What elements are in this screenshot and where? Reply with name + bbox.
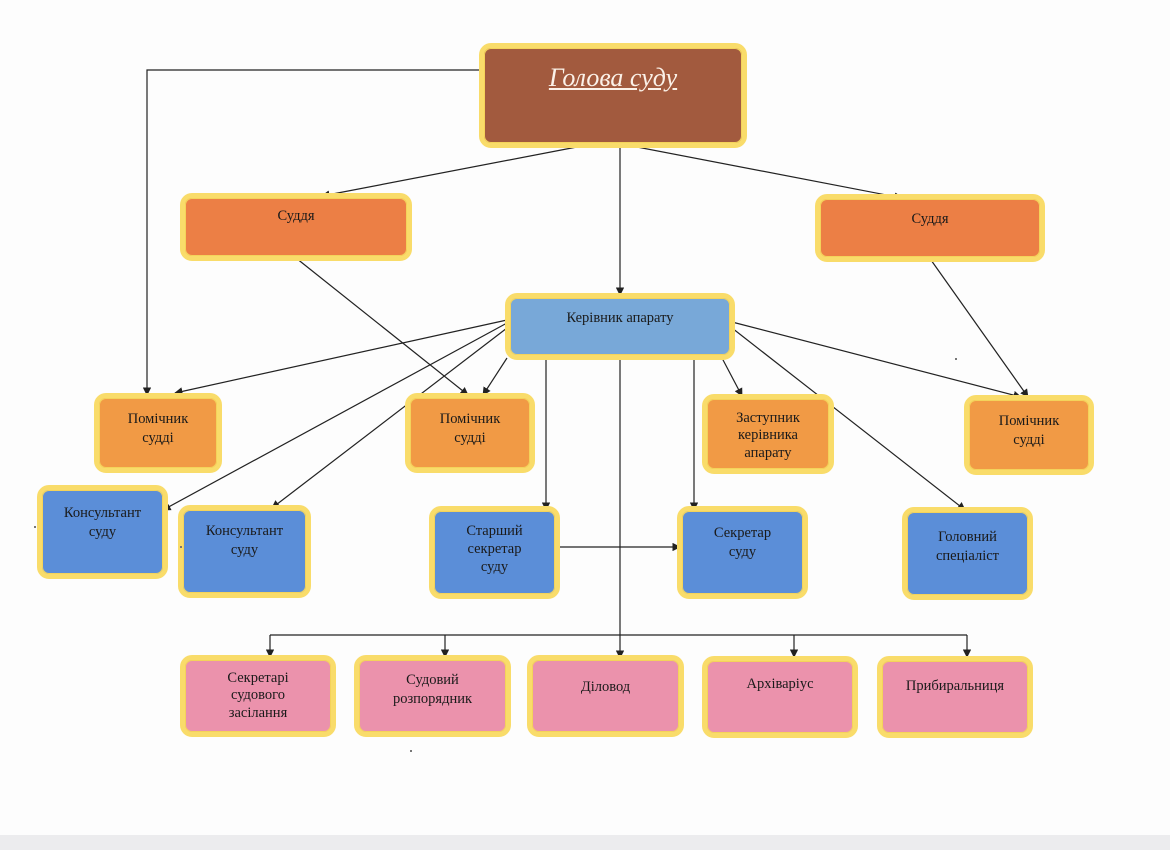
link-head-judge-right bbox=[631, 145, 903, 201]
node-head: Голова суду bbox=[479, 43, 747, 148]
node-senior-secretary-label: Старший секретар суду bbox=[466, 523, 523, 576]
node-assistant-1-label: Помічник судді bbox=[127, 411, 189, 446]
node-clerk-label: Діловод bbox=[580, 679, 631, 695]
node-secretary-label: Секретар суду bbox=[713, 525, 772, 560]
link-judge-right-assistant-3 bbox=[930, 259, 1029, 398]
node-session-secretaries: Секретарі судового засілання bbox=[180, 655, 336, 737]
node-consultant-2: Консультант суду bbox=[178, 505, 311, 598]
node-session-secretaries-label: Секретарі судового засілання bbox=[227, 670, 289, 721]
node-judge-left-label: Суддя bbox=[277, 208, 315, 224]
link-chief-assistant-1 bbox=[174, 319, 508, 396]
node-secretary: Секретар суду bbox=[677, 506, 808, 599]
node-assistant-2-label: Помічник судді bbox=[439, 411, 501, 446]
node-judge-right-label: Суддя bbox=[911, 211, 949, 227]
node-judge-left: Суддя bbox=[180, 193, 412, 261]
node-consultant-1-label: Консультант суду bbox=[63, 505, 142, 540]
link-judge-left-assistant-2 bbox=[295, 257, 469, 396]
link-head-assistant-1 bbox=[142, 69, 484, 396]
node-archivist: Архіваріус bbox=[702, 656, 858, 738]
link-chief-assistant-2 bbox=[482, 357, 508, 396]
node-chief-specialist-label: Головний спеціаліст bbox=[935, 529, 1000, 564]
node-senior-secretary: Старший секретар суду bbox=[429, 506, 560, 599]
node-consultant-1: Консультант суду bbox=[37, 485, 168, 579]
node-deputy-label: Заступник керівника апарату bbox=[736, 410, 800, 461]
node-clerk: Діловод bbox=[527, 655, 684, 737]
node-deputy: Заступник керівника апарату bbox=[702, 394, 834, 474]
node-assistant-1: Помічник судді bbox=[94, 393, 222, 473]
node-consultant-2-label: Консультант суду bbox=[205, 523, 284, 558]
node-chief-of-staff-label: Керівник апарату bbox=[566, 310, 674, 326]
scan-speck bbox=[180, 546, 182, 548]
node-court-administrator-label: Судовий розпорядник bbox=[392, 672, 473, 707]
node-assistant-2: Помічник судді bbox=[405, 393, 535, 473]
node-court-administrator: Судовий розпорядник bbox=[354, 655, 511, 737]
node-chief-specialist: Головний спеціаліст bbox=[902, 507, 1033, 600]
node-cleaner-label: Прибиральниця bbox=[905, 678, 1005, 694]
link-head-judge-left bbox=[321, 145, 583, 199]
node-cleaner: Прибиральниця bbox=[877, 656, 1033, 738]
link-chief-chief-specialist bbox=[731, 327, 966, 511]
node-head-label: Голова суду bbox=[548, 62, 678, 92]
scan-speck bbox=[34, 526, 36, 528]
link-chief-deputy bbox=[721, 357, 743, 397]
node-chief-of-staff: Керівник апарату bbox=[505, 293, 735, 360]
node-judge-right: Суддя bbox=[815, 194, 1045, 262]
node-archivist-label: Архіваріус bbox=[746, 676, 814, 692]
node-assistant-3: Помічник судді bbox=[964, 395, 1094, 475]
scan-edge bbox=[0, 835, 1170, 850]
scan-speck bbox=[955, 358, 957, 360]
node-assistant-3-label: Помічник судді bbox=[998, 413, 1060, 448]
scan-speck bbox=[410, 750, 412, 752]
link-chief-consultant-2 bbox=[271, 327, 508, 509]
link-chief-consultant-1 bbox=[162, 322, 508, 511]
link-chief-assistant-3 bbox=[731, 321, 1022, 400]
